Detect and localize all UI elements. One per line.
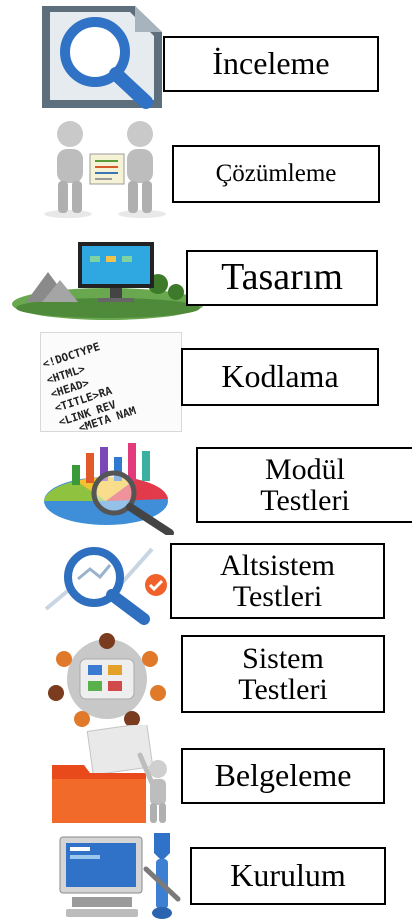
html-code-icon: <!DOCTYPE <HTML> <HEAD> <TITLE>RA <LINK … — [40, 332, 182, 432]
team-meeting-icon — [42, 631, 172, 727]
step-label: Altsistem Testleri — [170, 543, 385, 619]
step-cozumleme: Çözümleme — [0, 112, 412, 220]
step-label: Çözümleme — [172, 145, 380, 203]
step-belgeleme: Belgeleme — [0, 725, 412, 825]
chart-magnifier-icon — [36, 439, 196, 535]
computer-tools-icon — [58, 829, 184, 921]
step-label: Kodlama — [181, 348, 379, 406]
step-tasarim: Tasarım — [0, 220, 412, 320]
step-kodlama: <!DOCTYPE <HTML> <HEAD> <TITLE>RA <LINK … — [0, 320, 412, 435]
step-label: Modül Testleri — [196, 447, 412, 523]
folder-person-icon — [50, 725, 185, 825]
step-altsistem-testleri: Altsistem Testleri — [0, 535, 412, 625]
analytics-magnifier-icon — [42, 539, 172, 625]
step-label: Sistem Testleri — [181, 635, 385, 713]
step-kurulum: Kurulum — [0, 825, 412, 921]
step-label: Kurulum — [190, 847, 386, 905]
step-label: İnceleme — [163, 36, 379, 92]
step-sistem-testleri: Sistem Testleri — [0, 625, 412, 727]
step-label: Tasarım — [186, 250, 378, 306]
magnifier-document-icon — [40, 4, 165, 110]
people-analysis-icon — [40, 116, 170, 220]
step-label: Belgeleme — [181, 748, 385, 804]
step-inceleme: İnceleme — [0, 0, 412, 112]
design-monitor-icon — [8, 242, 208, 322]
step-modul-testleri: Modül Testleri — [0, 435, 412, 535]
